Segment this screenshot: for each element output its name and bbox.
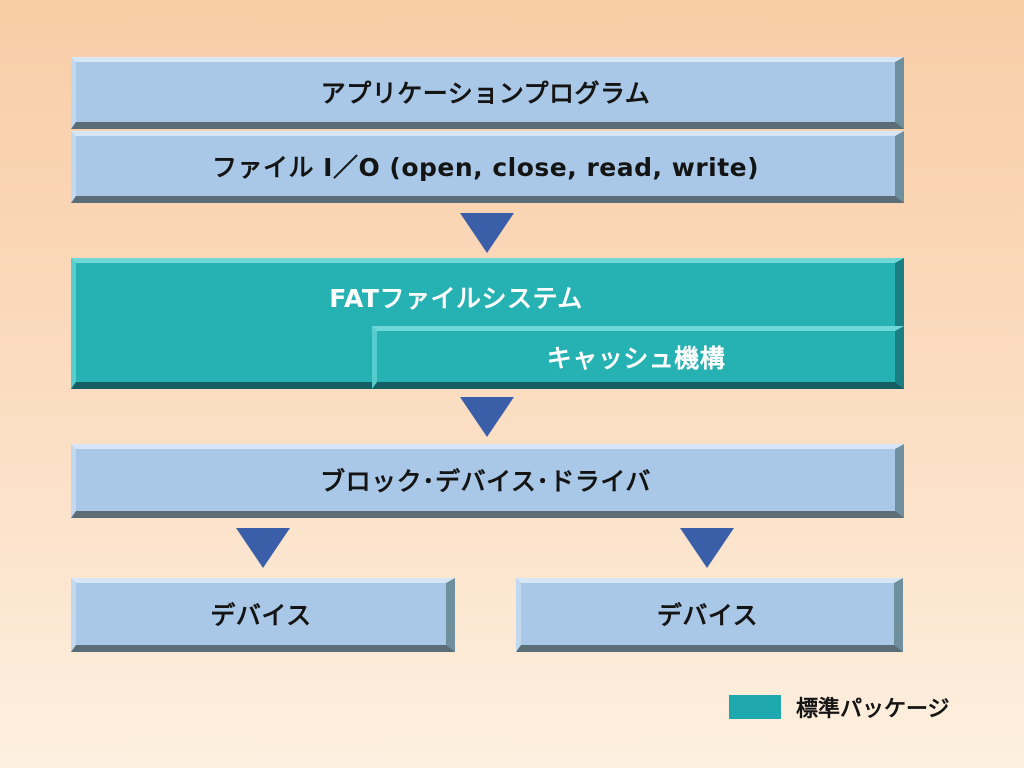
block-device-driver-layer: ブロック･デバイス･ドライバ: [71, 444, 904, 518]
arrow-down-icon: [236, 528, 290, 568]
legend-label: 標準パッケージ: [796, 697, 950, 722]
file-io-layer: ファイル I／O (open, close, read, write): [71, 131, 904, 203]
application-program-layer: アプリケーションプログラム: [71, 57, 904, 129]
block-device-driver-label: ブロック･デバイス･ドライバ: [320, 467, 651, 496]
fat-filesystem-label: FATファイルシステム: [329, 284, 583, 313]
application-program-label: アプリケーションプログラム: [320, 79, 651, 108]
device-left-box: デバイス: [71, 578, 455, 652]
legend-swatch: [729, 695, 781, 719]
device-right-label: デバイス: [656, 601, 759, 630]
arrow-down-icon: [680, 528, 734, 568]
file-io-label: ファイル I／O (open, close, read, write): [211, 153, 760, 182]
device-right-box: デバイス: [516, 578, 903, 652]
cache-mechanism-layer: キャッシュ機構: [372, 326, 904, 389]
cache-mechanism-label: キャッシュ機構: [546, 343, 726, 373]
arrow-down-icon: [460, 213, 514, 253]
device-left-label: デバイス: [210, 601, 312, 630]
arrow-down-icon: [460, 397, 514, 437]
